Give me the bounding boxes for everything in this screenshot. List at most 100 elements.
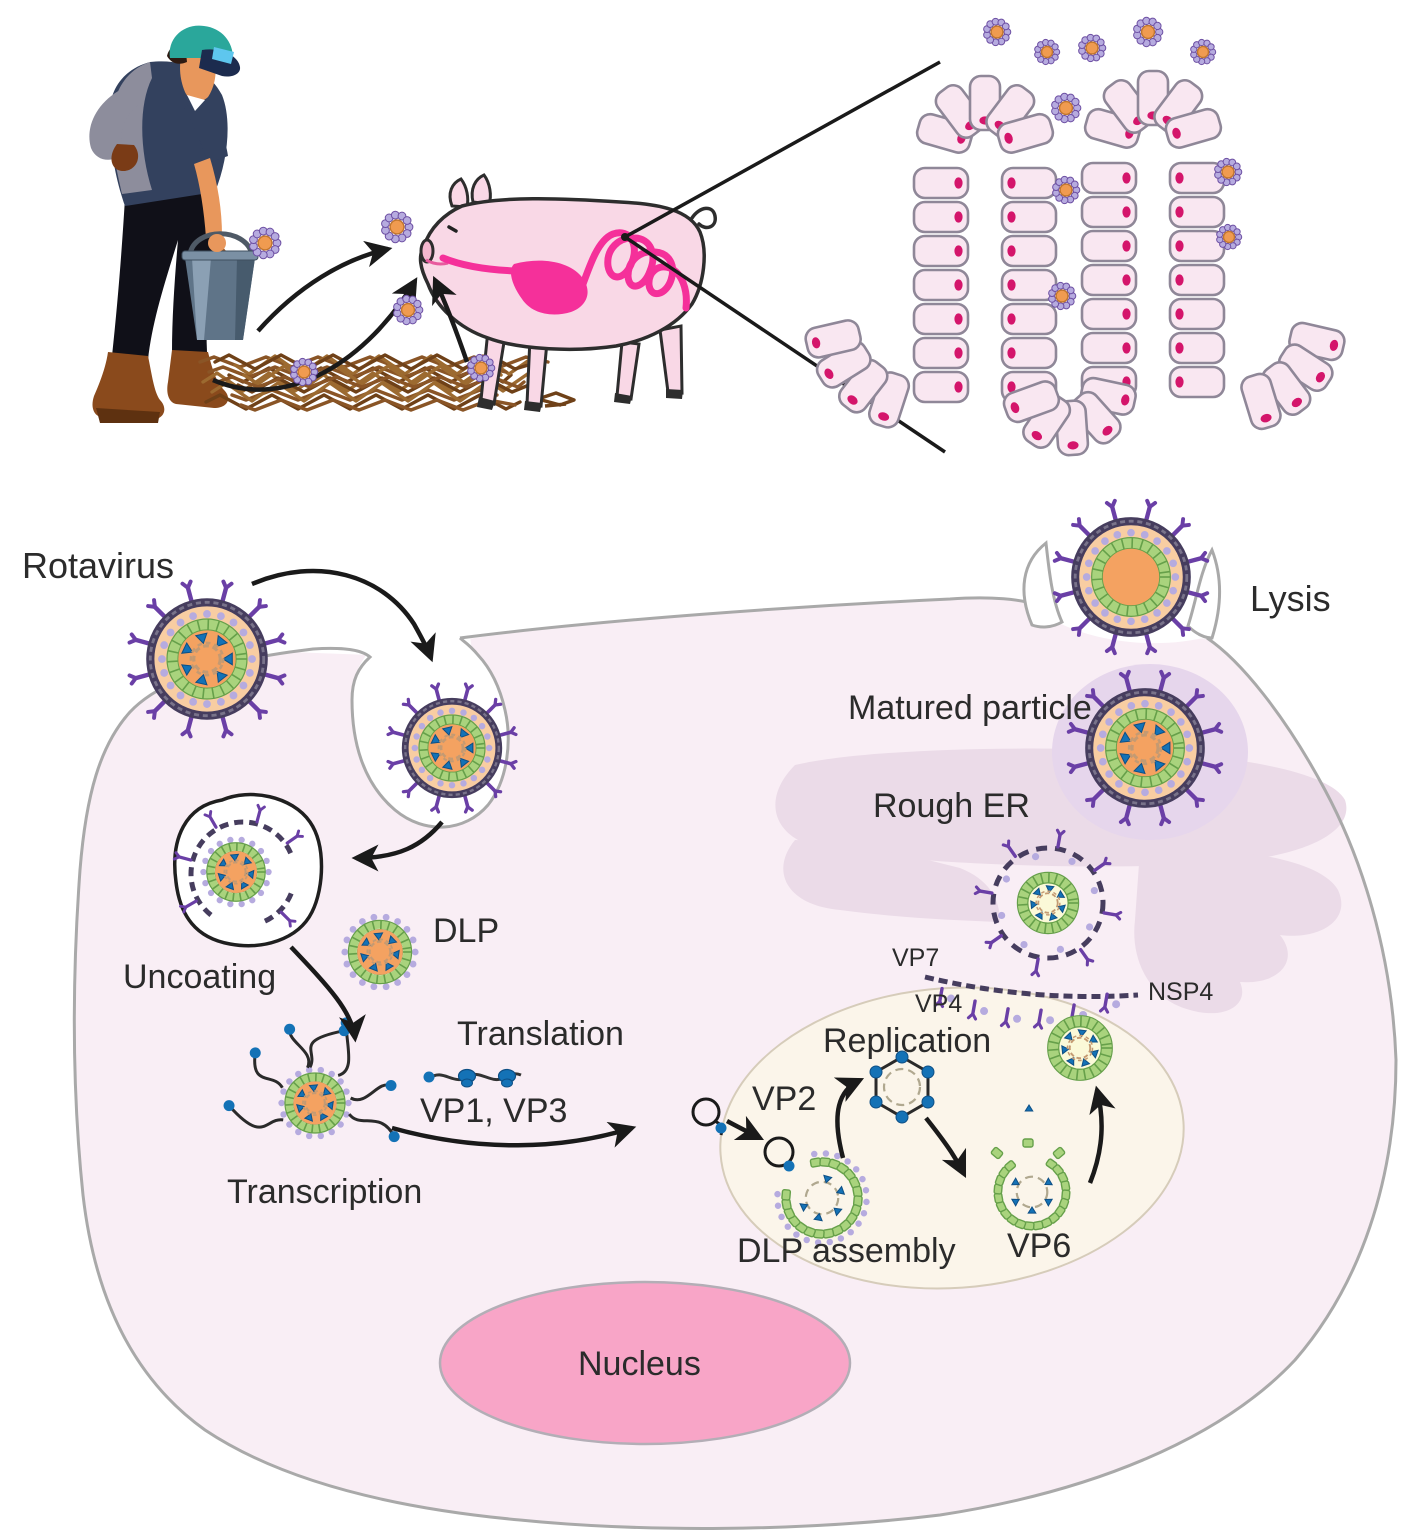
vp7-nub [202, 879, 209, 887]
cycle-arrows [251, 568, 1116, 1184]
vp7-nub [343, 936, 351, 944]
vp6-brick-line [1149, 597, 1158, 607]
vp4-spike-prong [466, 684, 474, 691]
loose-vp6-brick [990, 1146, 1004, 1160]
core [1222, 230, 1236, 244]
vp7-nub [803, 1236, 810, 1244]
vp6-brick-line [284, 1103, 294, 1106]
pig-snout [419, 238, 435, 264]
vp4-spike [133, 637, 153, 647]
epithelial-cell [912, 200, 970, 234]
vp6-brick-line [323, 1121, 329, 1131]
vp6-brick-line [222, 625, 231, 636]
vp7-nub [158, 655, 166, 663]
vp7-nub [238, 900, 245, 908]
vp1-vp3-polymerase [325, 1100, 334, 1111]
vp6-brick-line [1166, 722, 1176, 731]
vp7-nub [359, 918, 366, 925]
virus-particle [1214, 157, 1243, 187]
vp4-spike-prong [1054, 550, 1063, 561]
vp1-vp3-polymerase [320, 1112, 329, 1122]
vp4-spike-prong [493, 789, 498, 799]
vp4-spike-prong [434, 682, 441, 691]
vp4-spike [407, 780, 420, 793]
vp7-nub [411, 744, 419, 752]
vp1-vp3-polymerase [1077, 1029, 1088, 1038]
vp6-brick-line [1022, 914, 1033, 922]
vp6-brick-line [1173, 741, 1185, 745]
vp6-brick-line [234, 666, 246, 671]
epithelial-cell-nucleus [954, 381, 963, 393]
vp4-spike [1058, 556, 1078, 565]
vp1-vp3-polymerase [303, 1112, 314, 1122]
virus-particle [1052, 175, 1081, 205]
vp6-brick-line [1058, 877, 1066, 887]
vp6-brick-line [1112, 764, 1123, 772]
vp6-brick-line [1109, 728, 1121, 736]
vp4-spike-prong [1213, 727, 1224, 734]
vp7-nub [249, 897, 256, 904]
vp6-layer-edge [418, 714, 486, 782]
vp6-brick-line [311, 1124, 314, 1133]
vp4-spike [1091, 694, 1107, 710]
vp7-nub [317, 1132, 325, 1140]
straw-strand [239, 398, 517, 412]
vp6-brick-line [1102, 549, 1112, 558]
vp6-brick-line [1159, 570, 1171, 574]
vp7-nub [1140, 615, 1149, 624]
vp4-spike [978, 889, 994, 895]
vp7-nub [814, 1239, 822, 1246]
core [257, 235, 273, 251]
vp4-spike [1157, 801, 1166, 821]
farmer-hand [208, 234, 226, 252]
vp4-spike-prong [1066, 762, 1077, 769]
vp7-nub [784, 1223, 792, 1230]
mrna-strand [227, 1104, 284, 1129]
vp6-brick-line [1135, 604, 1139, 616]
magnifier-line-top [624, 60, 941, 239]
epithelial-cell-nucleus [847, 395, 858, 405]
stomach [510, 260, 588, 315]
vp6-brick-line [1082, 1068, 1087, 1080]
vp4-spike-prong [1159, 816, 1166, 827]
vp4-spike [971, 999, 977, 1016]
epithelial-cell-body [912, 336, 970, 370]
vp4-spike [219, 713, 229, 733]
vp4-spike-prong [1118, 816, 1129, 825]
vp7-nub [349, 971, 357, 979]
vp6-brick-line [348, 952, 358, 956]
vp6-brick-line [348, 944, 359, 949]
capsid-nub [413, 299, 422, 309]
vp7-nub [200, 868, 207, 876]
vp4-spike-prong [1110, 498, 1117, 509]
vp6-assembly-intermediate [993, 1158, 1071, 1231]
vp6-brick-line [228, 843, 232, 853]
vp7-nub [460, 709, 467, 716]
lysis-membrane-curl-left [1022, 540, 1064, 629]
core [400, 302, 416, 318]
vp7-nub [859, 1175, 866, 1183]
vp6-brick-line [1032, 876, 1039, 886]
vp4-spike-prong [401, 789, 411, 794]
vp4-spike [496, 730, 513, 738]
vp7-nub [1127, 701, 1136, 710]
mrna-strand [253, 1052, 284, 1089]
vp4-spike [152, 604, 168, 620]
er-membrane-proteins [924, 828, 1139, 1030]
mrna-strand [308, 1029, 345, 1069]
vp6-brick-line [1044, 922, 1047, 934]
vp6-brick-line [1156, 773, 1163, 784]
vp6-brick-line [218, 684, 226, 696]
vp6-brick-line [1156, 560, 1168, 567]
vp4-spike [989, 933, 1004, 945]
core [297, 365, 311, 379]
vp7-nub [263, 879, 270, 887]
nucleus [438, 1280, 852, 1446]
epithelial-cell-nucleus [1175, 206, 1184, 218]
vp6-brick-line [335, 1098, 345, 1101]
vertex-polymerase [869, 1065, 883, 1079]
vp7-nub [1084, 586, 1093, 595]
vp7-nub [774, 1190, 781, 1198]
vp1-vp3-polymerase [360, 953, 370, 963]
vp6-brick-line [1154, 591, 1165, 599]
